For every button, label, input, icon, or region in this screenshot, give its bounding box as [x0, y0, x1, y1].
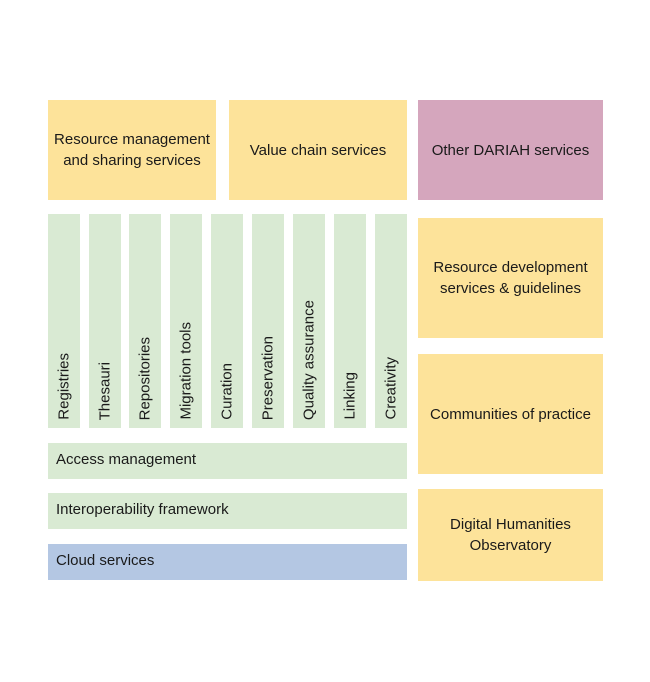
interoperability-framework-bar: Interoperability framework: [48, 493, 407, 529]
communities-of-practice-box: Communities of practice: [418, 354, 603, 474]
dh-observatory-label: Digital Humanities Observatory: [450, 516, 571, 554]
column-label: Thesauri: [96, 361, 114, 420]
column-label: Repositories: [136, 336, 154, 420]
resource-management-box: Resource management and sharing services: [48, 100, 216, 200]
column-curation: Curation: [211, 214, 243, 428]
interoperability-framework-label: Interoperability framework: [56, 501, 229, 518]
column-creativity: Creativity: [375, 214, 407, 428]
column-label: Registries: [55, 353, 73, 420]
dh-observatory-box: Digital Humanities Observatory: [418, 489, 603, 581]
column-label: Creativity: [382, 357, 400, 420]
communities-of-practice-label: Communities of practice: [430, 405, 591, 423]
resource-development-box: Resource development services & guidelin…: [418, 218, 603, 338]
other-dariah-label: Other DARIAH services: [431, 141, 590, 159]
column-label: Curation: [218, 363, 236, 420]
access-management-label: Access management: [56, 451, 197, 468]
column-label: Migration tools: [177, 322, 195, 420]
column-registries: Registries: [48, 214, 80, 428]
column-repositories: Repositories: [129, 214, 161, 428]
column-quality-assurance: Quality assurance: [293, 214, 325, 428]
resource-management-label: Resource management and sharing services: [54, 131, 210, 169]
value-chain-box: Value chain services: [229, 100, 407, 200]
column-linking: Linking: [334, 214, 366, 428]
column-label: Preservation: [259, 335, 277, 420]
column-label: Linking: [341, 372, 359, 420]
column-label: Quality assurance: [300, 299, 318, 420]
column-thesauri: Thesauri: [89, 214, 121, 428]
value-chain-label: Value chain services: [249, 141, 387, 159]
cloud-services-bar: Cloud services: [48, 544, 407, 580]
access-management-bar: Access management: [48, 443, 407, 479]
resource-development-label: Resource development services & guidelin…: [433, 259, 588, 297]
column-preservation: Preservation: [252, 214, 284, 428]
cloud-services-label: Cloud services: [56, 552, 155, 569]
column-migration-tools: Migration tools: [170, 214, 202, 428]
other-dariah-box: Other DARIAH services: [418, 100, 603, 200]
